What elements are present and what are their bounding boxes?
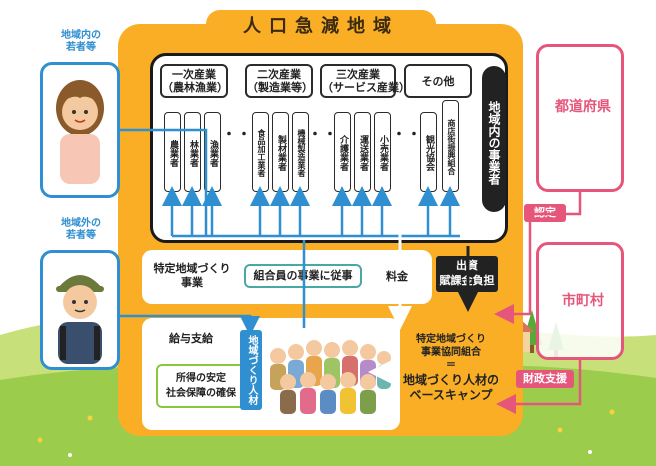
- diagram-title: 人口急減地域: [243, 16, 399, 37]
- business-fisher: 漁業者: [204, 112, 221, 192]
- municipality-label: 市町村: [562, 293, 604, 309]
- local-youth-label: 地域内の 若者等: [61, 30, 101, 53]
- financial-support-tag: 財政支援: [516, 370, 574, 388]
- business-machinery: 機械製造業者: [292, 112, 309, 192]
- cooperative-eq: ＝: [446, 360, 456, 371]
- municipality-box: [536, 242, 624, 360]
- industry-tertiary-head: 三次産業 （サービス産業）: [320, 64, 410, 98]
- business-care: 介護業者: [334, 112, 351, 192]
- salary-box: 給与支給: [156, 328, 226, 350]
- specified-business-label: 特定地域づくり 事業: [153, 262, 231, 289]
- industry-other-head: その他: [404, 64, 472, 98]
- cooperative-line1: 特定地域づくり: [416, 334, 486, 345]
- business-tourism: 観光協会: [420, 112, 437, 192]
- community-staff-label: 地域づくり人材: [240, 330, 262, 410]
- business-food-processing: 食品加工業者: [252, 112, 269, 192]
- cooperative-line4: ベースキャンプ: [409, 388, 493, 402]
- prefecture-box: [536, 44, 624, 192]
- industry-secondary-head: 二次産業 （製造業等）: [245, 64, 313, 98]
- local-businesses-label: 地域内の事業者: [482, 66, 506, 212]
- title-tab: [206, 10, 436, 44]
- business-farmer: 農業者: [164, 112, 181, 192]
- cooperative-line3: 地域づくり人材の: [402, 373, 499, 387]
- outside-youth-avatar-icon: [56, 275, 104, 364]
- local-youth-avatar-icon: [56, 80, 104, 184]
- prefecture-label: 都道府県: [555, 99, 611, 115]
- outside-youth-label: 地域外の 若者等: [61, 218, 101, 241]
- industry-primary-head: 一次産業 （農林漁業）: [160, 64, 228, 98]
- cooperative-line2: 事業協同組合: [421, 347, 481, 358]
